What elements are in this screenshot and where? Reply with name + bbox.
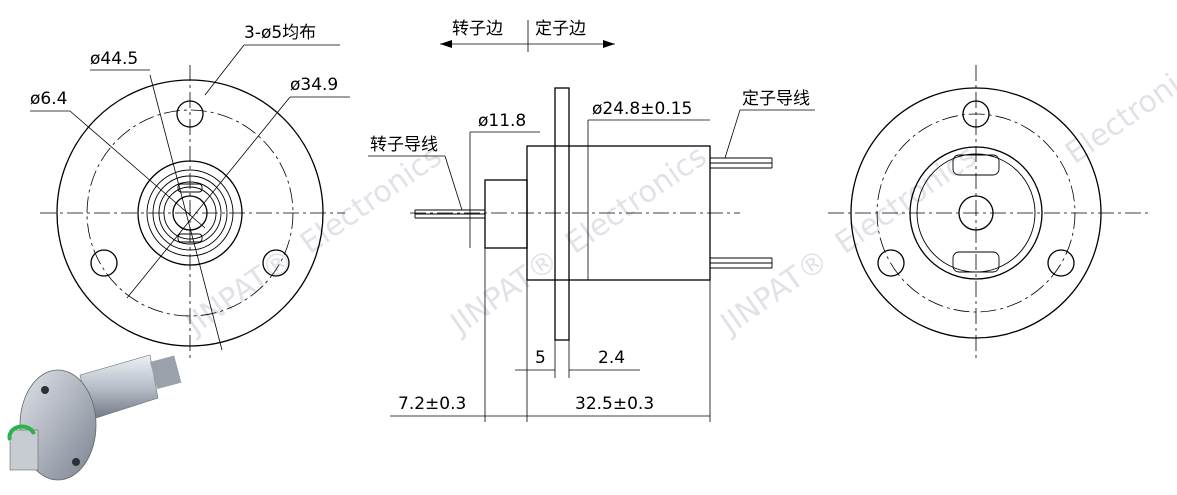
- leader-holes: [204, 44, 245, 96]
- stator-leads-label: 定子导线: [742, 89, 810, 109]
- rear-flange-outline: [850, 87, 1102, 339]
- body-ring: [158, 181, 222, 245]
- rotor-side-label: 转子边: [452, 19, 503, 39]
- rear-bore: [958, 195, 994, 231]
- bore: [172, 195, 208, 231]
- body-ring: [163, 186, 217, 240]
- flange-outline: [56, 79, 324, 347]
- watermark-suffix: Electronics: [619, 0, 773, 6]
- front-view: 3-ø5均布 ø44.5 ø34.9 ø6.4: [30, 23, 350, 360]
- arrow-left-icon: [440, 40, 452, 48]
- flange-offset-label: 5: [535, 348, 546, 368]
- mount-hole: [90, 249, 118, 277]
- arrow-right-icon: [603, 40, 615, 48]
- rear-view: [828, 65, 1150, 360]
- rotor-leads: [414, 209, 485, 219]
- rotor-shaft: [484, 179, 528, 249]
- watermark-brand: JINPAT®: [443, 242, 565, 342]
- rotor-leads-label: 转子导线: [370, 135, 438, 155]
- body-ring: [152, 175, 228, 251]
- watermark-suffix: Electronics: [559, 139, 713, 261]
- stator-side-label: 定子边: [535, 19, 586, 39]
- lead-exit: [177, 233, 203, 243]
- flange-thickness-label: 2.4: [598, 348, 625, 368]
- mount-hole: [962, 100, 990, 128]
- mount-hole: [176, 100, 204, 128]
- side-view: 转子边 定子边 ø11.8: [368, 19, 815, 422]
- watermark-suffix: Electronics: [1059, 49, 1177, 171]
- body-diameter-label: ø24.8±0.15: [592, 99, 692, 119]
- lead-exit: [952, 154, 1000, 176]
- bore-label: ø6.4: [30, 89, 67, 109]
- mount-hole: [877, 249, 905, 277]
- pcd-label: ø34.9: [290, 75, 338, 95]
- lead-exit: [952, 251, 1000, 273]
- leader-stator-leads: [724, 109, 741, 159]
- shaft-diameter-label: ø11.8: [478, 111, 526, 131]
- holes-label: 3-ø5均布: [244, 23, 316, 43]
- body-ring: [146, 169, 234, 257]
- leader-outer: [149, 74, 223, 351]
- outer-diameter-label: ø44.5: [90, 49, 138, 69]
- rear-body: [909, 146, 1043, 280]
- pitch-circle: [86, 109, 294, 317]
- leader-pcd: [126, 96, 291, 299]
- rotor-length-label: 7.2±0.3: [398, 394, 466, 414]
- body-length-label: 32.5±0.3: [575, 394, 654, 414]
- body-ring: [137, 160, 243, 266]
- watermark-suffix: Electronics: [294, 139, 448, 261]
- stator-leads: [710, 157, 773, 269]
- leader-bore: [69, 110, 206, 229]
- leader-rotor-leads: [444, 155, 463, 211]
- watermark-brand: JINPAT®: [713, 242, 835, 342]
- mount-hole: [1047, 249, 1075, 277]
- lead-exit: [177, 183, 203, 193]
- flange-side: [554, 87, 570, 341]
- mount-hole: [262, 249, 290, 277]
- watermark-brand: JINPAT®: [178, 242, 300, 342]
- product-image: [7, 354, 182, 481]
